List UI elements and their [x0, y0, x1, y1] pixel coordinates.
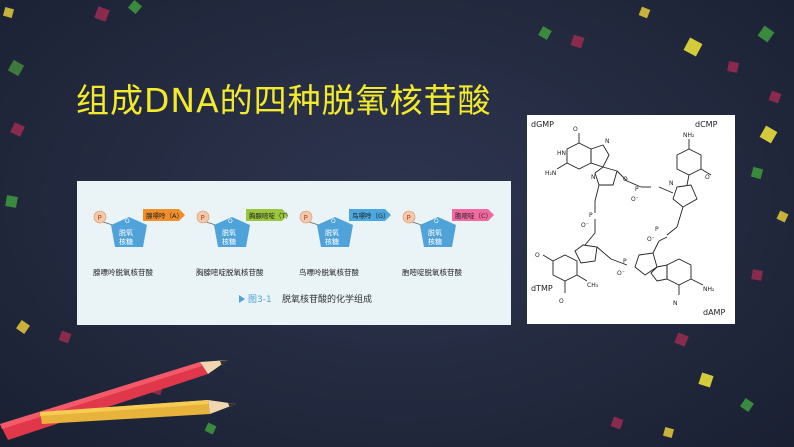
base-label: 胞嘧啶（C） [455, 211, 492, 220]
atom-ch3: CH₃ [587, 282, 599, 289]
atom-ominus-3: O⁻ [647, 236, 655, 243]
confetti [2, 6, 15, 19]
confetti [740, 398, 754, 412]
dcmp-label: dCMP [695, 120, 718, 129]
sugar-label-1: 脱氧 [428, 228, 442, 237]
confetti [7, 59, 25, 77]
dgmp-label: dGMP [531, 120, 554, 129]
atom-nh2-2: NH₂ [703, 286, 715, 293]
base-tag [452, 209, 494, 221]
deoxyribose-icon [420, 217, 456, 247]
deoxyribose-icon [214, 217, 250, 247]
base-tag [246, 209, 288, 221]
dna-structure-svg: dGMP dCMP dTMP dAMP O HN H₂N N N O P O⁻ … [531, 120, 725, 317]
deoxyribose-icon [317, 217, 353, 247]
sugar-label-1: 脱氧 [119, 228, 133, 237]
confetti [768, 90, 782, 104]
confetti [10, 122, 25, 137]
atom-o-1: O [573, 126, 578, 133]
base-label: 鸟嘌呤（G） [352, 211, 390, 220]
atom-n-2: N [591, 174, 596, 181]
atom-p-2: P [589, 212, 593, 219]
phosphate-label: P [201, 214, 205, 222]
nucleotide-name: 鸟嘌呤脱氧核苷酸 [299, 267, 359, 277]
confetti [674, 332, 689, 347]
svg-text:O: O [228, 218, 233, 225]
confetti [757, 25, 775, 43]
phosphate-icon [402, 210, 416, 224]
confetti [698, 372, 714, 388]
atom-n-4: N [673, 300, 678, 307]
atom-ominus-4: O⁻ [617, 270, 625, 277]
confetti [538, 26, 552, 40]
base-label: 腺嘌呤（A） [146, 211, 183, 220]
svg-text:O: O [331, 218, 336, 225]
svg-text:O: O [434, 218, 439, 225]
caption-text: 脱氧核苷酸的化学组成 [282, 293, 372, 305]
base-tag [143, 209, 185, 221]
confetti [94, 6, 110, 22]
caption-label: 图3-1 [248, 294, 272, 305]
sugar-label-1: 脱氧 [325, 228, 339, 237]
confetti [683, 37, 703, 57]
confetti [5, 195, 18, 208]
phosphate-icon [299, 210, 313, 224]
atom-hn-1: HN [557, 150, 566, 157]
atom-ominus-1: O⁻ [631, 196, 639, 203]
confetti [127, 0, 143, 15]
sugar-label-2: 核糖 [119, 237, 133, 246]
confetti [610, 416, 624, 430]
sugar-label-2: 核糖 [222, 237, 236, 246]
dtmp-label: dTMP [531, 284, 553, 293]
atom-n-3: N [669, 180, 674, 187]
confetti [776, 210, 789, 223]
atom-o-2: O [623, 176, 628, 183]
confetti [750, 166, 764, 180]
confetti [570, 34, 585, 49]
atom-p-3: P [655, 226, 659, 233]
atom-n-1: N [605, 138, 610, 145]
atom-ominus-2: O⁻ [581, 222, 589, 229]
confetti [662, 426, 675, 439]
base-tag [349, 209, 391, 221]
nucleotide-name: 胞嘧啶脱氧核苷酸 [402, 267, 462, 277]
sugar-label-2: 核糖 [428, 237, 442, 246]
phosphate-label: P [98, 214, 102, 222]
confetti [759, 125, 778, 144]
damp-label: dAMP [703, 308, 725, 317]
phosphate-icon [93, 210, 107, 224]
atom-nh2-1: NH₂ [683, 132, 695, 139]
svg-text:O: O [125, 218, 130, 225]
nucleotide-name: 腺嘌呤脱氧核苷酸 [93, 267, 153, 277]
slide-title: 组成DNA的四种脱氧核苷酸 [76, 81, 492, 120]
confetti [16, 320, 30, 334]
atom-h2n-1: H₂N [545, 170, 556, 177]
base-label: 胸腺嘧啶（T） [249, 211, 292, 220]
atom-p-4: P [623, 258, 627, 265]
phosphate-icon [196, 210, 210, 224]
phosphate-label: P [407, 214, 411, 222]
confetti [638, 6, 651, 19]
atom-o-5: O [535, 252, 540, 259]
atom-o-4: O [559, 298, 564, 305]
atom-o-3: O [705, 174, 710, 181]
confetti [727, 61, 739, 73]
nucleotide-name: 胸腺嘧啶脱氧核苷酸 [196, 267, 264, 277]
yellow-pencil [40, 400, 236, 424]
sugar-label-2: 核糖 [325, 237, 339, 246]
dna-structure-image: dGMP dCMP dTMP dAMP O HN H₂N N N O P O⁻ … [527, 115, 735, 324]
confetti [751, 269, 763, 281]
phosphate-label: P [304, 214, 308, 222]
caption-marker-icon [239, 295, 245, 303]
sugar-label-1: 脱氧 [222, 228, 236, 237]
atom-p-1: P [635, 186, 639, 193]
deoxyribose-icon [111, 217, 147, 247]
